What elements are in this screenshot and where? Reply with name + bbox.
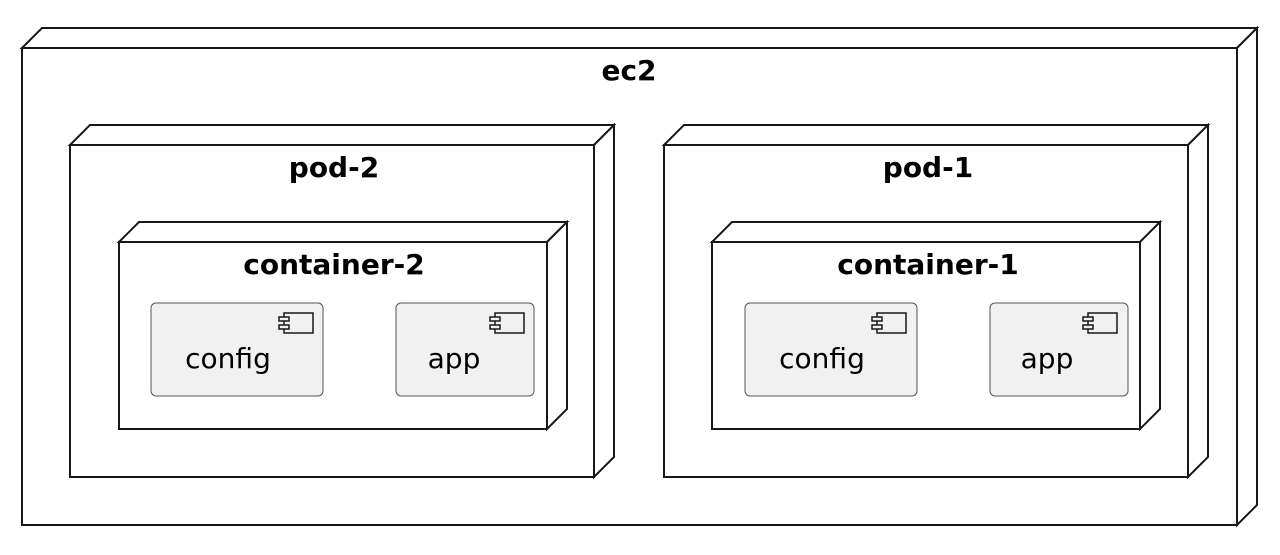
node-title: ec2: [601, 54, 656, 87]
component-icon: [1082, 312, 1118, 334]
container-title: container-1: [837, 248, 1018, 281]
component-icon: [489, 312, 525, 334]
pod-title: pod-1: [883, 151, 973, 184]
component-app: app: [989, 302, 1129, 397]
component-icon: [871, 312, 907, 334]
component-app: app: [395, 302, 535, 397]
container-title: container-2: [243, 248, 424, 281]
pod-2: pod-2 container-2 config: [67, 122, 617, 480]
component-label: app: [1021, 342, 1074, 375]
component-icon: [278, 312, 314, 334]
component-config: config: [744, 302, 918, 397]
container-1: container-1 config app: [709, 219, 1163, 432]
component-label: config: [779, 342, 865, 375]
container-2: container-2 config app: [116, 219, 570, 432]
component-label: config: [185, 342, 271, 375]
pod-title: pod-2: [289, 151, 379, 184]
component-config: config: [150, 302, 324, 397]
component-label: app: [428, 342, 481, 375]
pod-1: pod-1 container-1 config: [661, 122, 1211, 480]
